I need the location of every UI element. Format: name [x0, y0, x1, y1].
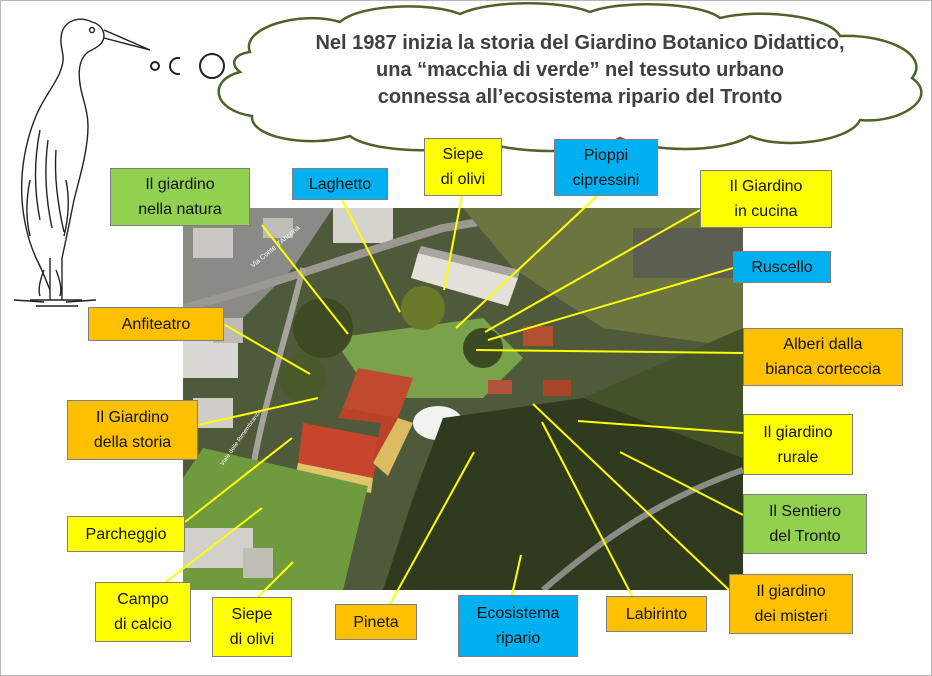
pointer-pioppi [455, 195, 598, 329]
label-pineta: Pineta [335, 604, 417, 640]
label-giardino-misteri: Il giardino dei misteri [729, 574, 853, 634]
pointer-giardino-cucina [484, 209, 701, 333]
label-sentiero-tronto: Il Sentiero del Tronto [743, 494, 867, 554]
thought-line: Nel 1987 inizia la storia del Giardino B… [315, 32, 845, 54]
label-pioppi-cipressini: Pioppi cipressini [554, 139, 658, 196]
pointer-laghetto [341, 199, 401, 313]
label-siepe-olivi-bottom: Siepe di olivi [212, 597, 292, 657]
label-giardino-storia: Il Giardino della storia [67, 400, 198, 460]
pointer-siepe-olivi-bottom [257, 561, 294, 598]
pointer-alberi [475, 349, 744, 354]
pointer-ruscello [487, 267, 734, 341]
label-giardino-rurale: Il giardino rurale [743, 414, 853, 475]
label-campo-calcio: Campo di calcio [95, 582, 191, 642]
thought-line: una “macchia di verde” nel tessuto urban… [376, 59, 784, 81]
thought-cloud [217, 2, 923, 153]
label-laghetto: Laghetto [292, 168, 388, 200]
pointer-parcheggio [184, 437, 293, 523]
label-parcheggio: Parcheggio [67, 516, 185, 552]
label-labirinto: Labirinto [606, 596, 707, 632]
aerial-photo: Via Conte d'Ancona Viale delle Rimembran… [183, 208, 743, 590]
thought-text: Nel 1987 inizia la storia del Giardino B… [285, 30, 875, 111]
label-alberi-bianca-corteccia: Alberi dalla bianca corteccia [743, 328, 903, 386]
label-giardino-cucina: Il Giardino in cucina [700, 170, 832, 228]
pointer-siepe-olivi-top [443, 194, 463, 291]
pointer-giardino-rurale [577, 420, 744, 434]
pointer-sentiero [619, 451, 744, 516]
label-giardino-natura: Il giardino nella natura [110, 168, 250, 226]
thought-line: connessa all’ecosistema ripario del Tron… [377, 86, 783, 108]
pointer-labirinto [541, 421, 633, 597]
heron-illustration [13, 18, 180, 307]
thought-bubble-circle-icon [199, 53, 225, 79]
pointer-ecosistema [511, 554, 522, 596]
pointer-pineta [387, 451, 475, 609]
pointer-campo [161, 507, 263, 586]
label-siepe-olivi-top: Siepe di olivi [424, 138, 502, 196]
pointer-giardino-natura [261, 224, 349, 335]
pointer-anfiteatro [224, 324, 311, 375]
pointer-giardino-storia [197, 397, 319, 426]
label-ruscello: Ruscello [733, 251, 831, 283]
pointer-misteri [532, 403, 730, 591]
label-ecosistema-ripario: Ecosistema ripario [458, 595, 578, 657]
label-anfiteatro: Anfiteatro [88, 307, 224, 341]
